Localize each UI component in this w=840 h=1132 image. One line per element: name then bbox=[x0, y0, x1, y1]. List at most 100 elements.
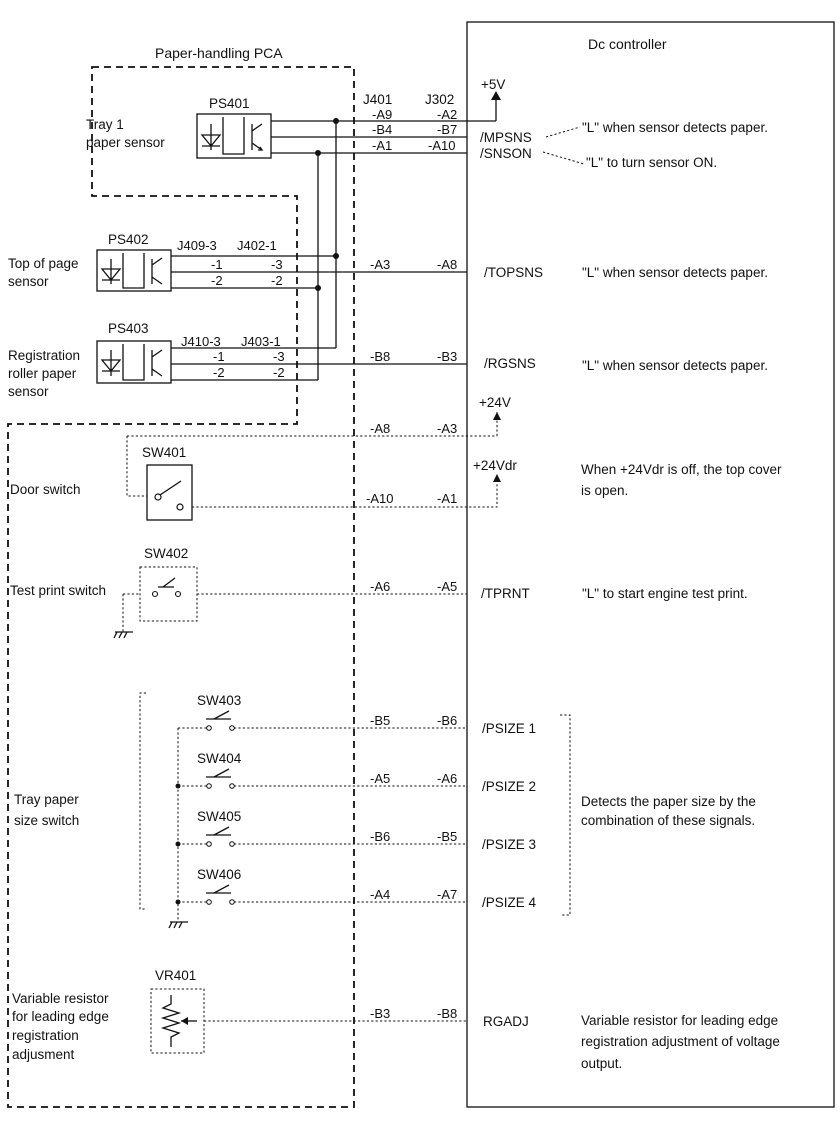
svg-text:-B6: -B6 bbox=[370, 829, 390, 844]
desc-tprnt: "L" to start engine test print. bbox=[582, 586, 748, 601]
signal-rgadj: RGADJ bbox=[483, 1014, 529, 1029]
ps403-ref: PS403 bbox=[108, 321, 149, 336]
desc-topsns: "L" when sensor detects paper. bbox=[582, 265, 768, 280]
ps402-symbol bbox=[96, 249, 172, 292]
size-bracket-right bbox=[560, 714, 571, 916]
size-desc-2: combination of these signals. bbox=[581, 813, 755, 828]
top-pin-a0: -1 bbox=[211, 257, 223, 272]
svg-text:SW406: SW406 bbox=[197, 867, 241, 882]
svg-text:SW404: SW404 bbox=[197, 751, 242, 766]
sw404: SW404 -A5 -A6 /PSIZE 2 bbox=[178, 751, 536, 794]
rail-24v: +24V bbox=[479, 395, 511, 410]
signal-topsns: /TOPSNS bbox=[484, 265, 543, 280]
reg-pin-a1: -2 bbox=[213, 365, 225, 380]
svg-text:/PSIZE 2: /PSIZE 2 bbox=[482, 779, 536, 794]
svg-text:-A6: -A6 bbox=[437, 771, 457, 786]
reg-pin-a0: -1 bbox=[213, 349, 225, 364]
dc-controller-label: Dc controller bbox=[588, 36, 667, 52]
door-switch-group: +24V -A8 -A3 SW401 Door switch +24Vdr -A… bbox=[10, 395, 782, 521]
size-label-2: size switch bbox=[14, 813, 79, 828]
pca-boundary bbox=[7, 66, 355, 1108]
pca-label: Paper-handling PCA bbox=[155, 45, 283, 61]
top-sensor-label-2: sensor bbox=[8, 274, 49, 289]
signal-rgsns: /RGSNS bbox=[484, 356, 536, 371]
vr-j401: -B3 bbox=[370, 1006, 390, 1021]
test-print-ground-icon bbox=[113, 631, 133, 639]
vr-group: VR401 Variable resistor for leading edge… bbox=[12, 968, 780, 1071]
svg-text:-A7: -A7 bbox=[437, 887, 457, 902]
vr-label-2: for leading edge bbox=[12, 1009, 109, 1024]
reg-pin-b1: -2 bbox=[273, 365, 285, 380]
top-sensor-label-1: Top of page bbox=[8, 256, 79, 271]
svg-text:SW403: SW403 bbox=[197, 693, 241, 708]
dc-controller-box bbox=[466, 21, 835, 1108]
top-conn-b: J402-1 bbox=[237, 238, 277, 253]
tray1-j401-pin-2: -A1 bbox=[372, 138, 392, 153]
reg-label-1: Registration bbox=[8, 348, 80, 363]
top-conn-a: J409-3 bbox=[177, 238, 217, 253]
reg-pin-b0: -3 bbox=[273, 349, 285, 364]
size-label-1: Tray paper bbox=[14, 792, 79, 807]
svg-text:/PSIZE 1: /PSIZE 1 bbox=[482, 721, 536, 736]
vr-desc-2: registration adjustment of voltage bbox=[581, 1034, 780, 1049]
sw401-symbol bbox=[146, 464, 193, 521]
door-j401-bottom: -A10 bbox=[366, 491, 393, 506]
vr401-ref: VR401 bbox=[155, 968, 196, 983]
sw406: SW406 -A4 -A7 /PSIZE 4 bbox=[178, 867, 537, 910]
sw401-ref: SW401 bbox=[142, 445, 186, 460]
tray1-j401-pin-1: -B4 bbox=[372, 122, 392, 137]
svg-text:+5V: +5V bbox=[481, 77, 505, 92]
top-j401: -A3 bbox=[370, 257, 390, 272]
j401-header: J401 bbox=[363, 92, 392, 107]
door-j302-bottom: -A1 bbox=[437, 491, 457, 506]
vr-label-3: registration bbox=[12, 1028, 79, 1043]
door-desc-1: When +24Vdr is off, the top cover bbox=[581, 462, 782, 477]
desc-snson: "L" to turn sensor ON. bbox=[586, 155, 717, 170]
sw403: SW403 -B5 -B6 /PSIZE 1 bbox=[178, 693, 536, 736]
sw405: SW405 -B6 -B5 /PSIZE 3 bbox=[178, 809, 536, 852]
reg-label-3: sensor bbox=[8, 384, 49, 399]
vr-desc-3: output. bbox=[581, 1056, 622, 1071]
door-j302-top: -A3 bbox=[437, 421, 457, 436]
svg-text:-B5: -B5 bbox=[370, 713, 390, 728]
ps402-ref: PS402 bbox=[108, 232, 149, 247]
signal-mpsns: /MPSNS bbox=[480, 130, 532, 145]
top-pin-b1: -2 bbox=[271, 273, 283, 288]
reg-sensor-group: PS403 Registration roller paper sensor J… bbox=[8, 321, 768, 399]
reg-j401: -B8 bbox=[370, 349, 390, 364]
svg-text:-B5: -B5 bbox=[437, 829, 457, 844]
size-desc-1: Detects the paper size by the bbox=[581, 794, 756, 809]
size-bracket-left bbox=[139, 692, 146, 910]
door-j401-top: -A8 bbox=[370, 421, 390, 436]
desc-mpsns: "L" when sensor detects paper. bbox=[582, 120, 768, 135]
top-pin-b0: -3 bbox=[271, 257, 283, 272]
tray1-j401-pin-0: -A9 bbox=[372, 107, 392, 122]
tray1-j302-pin-1: -B7 bbox=[437, 122, 457, 137]
tprnt-j302: -A5 bbox=[437, 579, 457, 594]
svg-text:-B6: -B6 bbox=[437, 713, 457, 728]
reg-conn-b: J403-1 bbox=[241, 334, 281, 349]
svg-text:/PSIZE 4: /PSIZE 4 bbox=[482, 895, 537, 910]
size-switch-group: Tray paper size switch SW403 -B5 -B6 /PS… bbox=[14, 692, 756, 929]
door-switch-label: Door switch bbox=[10, 482, 81, 497]
desc-rgsns: "L" when sensor detects paper. bbox=[582, 358, 768, 373]
ps403-symbol bbox=[96, 340, 172, 384]
signal-snson: /SNSON bbox=[480, 146, 532, 161]
tray1-j302-pin-0: -A2 bbox=[437, 107, 457, 122]
svg-text:SW405: SW405 bbox=[197, 809, 241, 824]
reg-conn-a: J410-3 bbox=[181, 334, 221, 349]
vr401-symbol bbox=[150, 988, 205, 1054]
svg-text:/PSIZE 3: /PSIZE 3 bbox=[482, 837, 536, 852]
reg-label-2: roller paper bbox=[8, 366, 77, 381]
tray1-label-2: paper sensor bbox=[86, 135, 165, 150]
vr-label-4: adjusment bbox=[12, 1047, 75, 1062]
ps401-symbol bbox=[196, 113, 272, 159]
tprnt-j401: -A6 bbox=[370, 579, 390, 594]
top-j302: -A8 bbox=[437, 257, 457, 272]
size-ground-icon bbox=[168, 921, 188, 929]
svg-text:-A4: -A4 bbox=[370, 887, 390, 902]
top-sensor-group: PS402 Top of page sensor J409-3 J402-1 -… bbox=[8, 232, 768, 292]
tray1-sensor-group: PS401 Tray 1 paper sensor J401 J302 -A9 … bbox=[86, 92, 467, 159]
vr-desc-1: Variable resistor for leading edge bbox=[581, 1013, 778, 1028]
